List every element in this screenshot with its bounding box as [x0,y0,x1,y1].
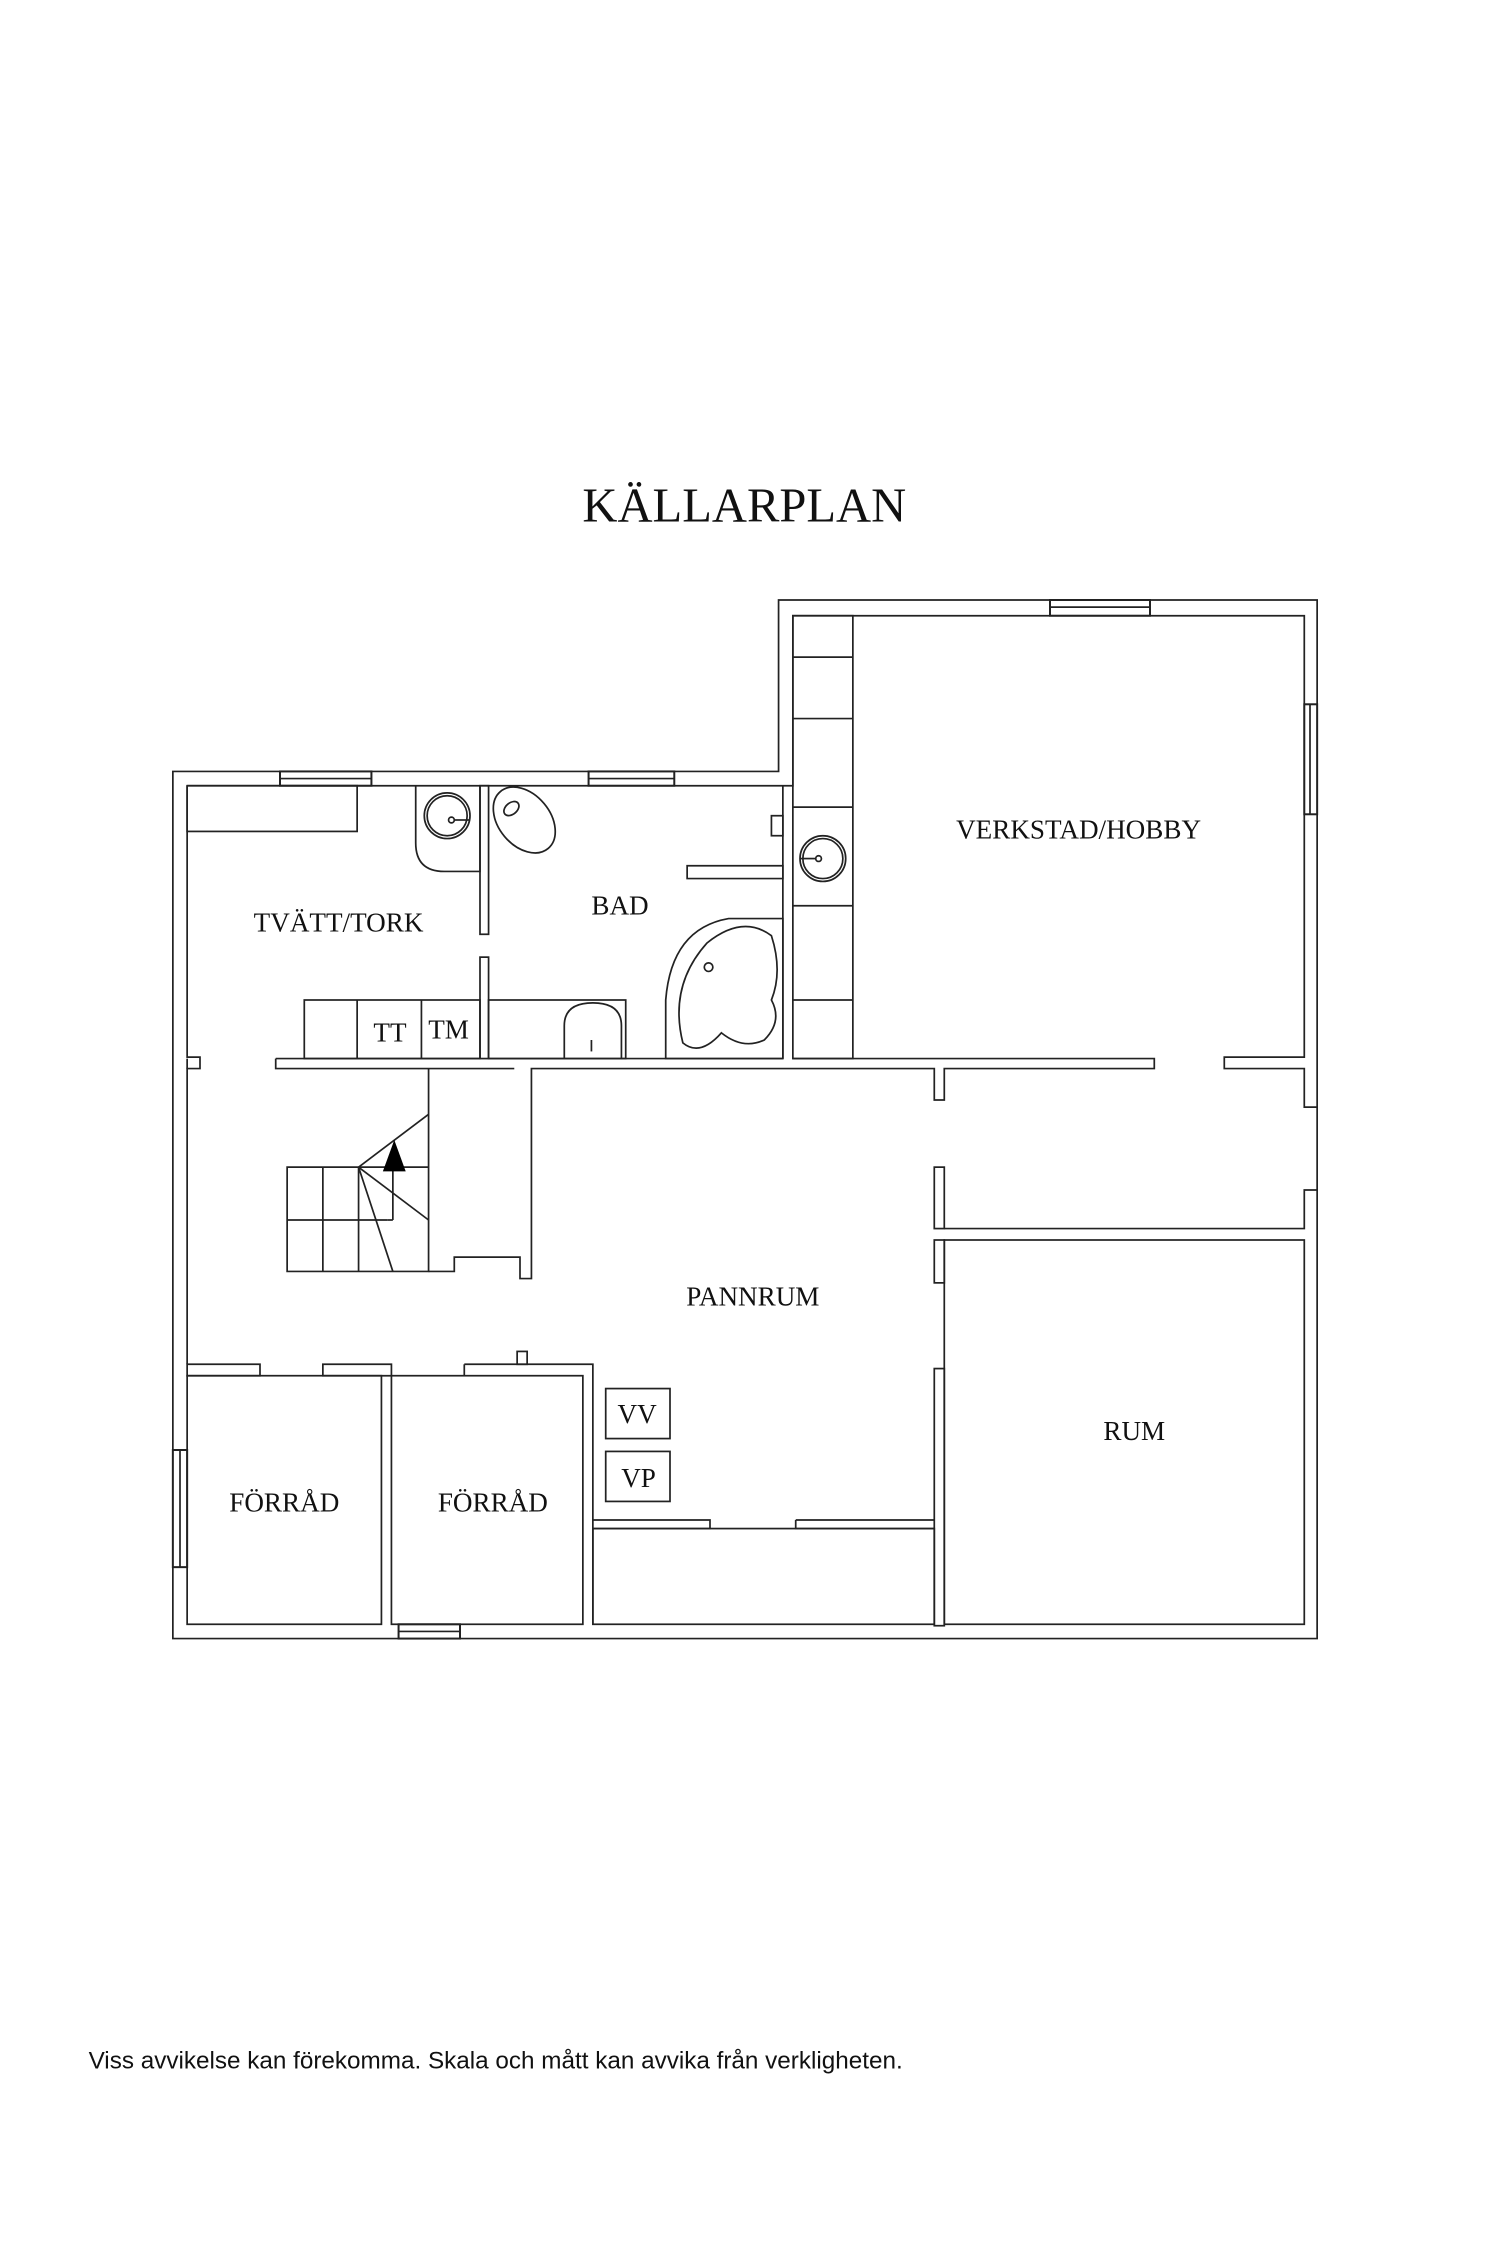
room-label-tvatt: TVÄTT/TORK [254,907,424,937]
outer-walls [172,599,1318,1640]
room-rum: RUM [943,1239,1306,1626]
bathroom: BAD [487,785,784,1060]
laundry-room: TT TM TVÄTT/TORK [186,784,515,1070]
stair-up-arrow-icon [382,1140,406,1172]
storage-rooms: FÖRRÅD FÖRRÅD [186,1350,594,1626]
vp-label: VP [621,1463,656,1493]
room-label-forrad-1: FÖRRÅD [229,1487,339,1517]
tm-label: TM [428,1015,469,1045]
boiler-room: VV VP PANNRUM [592,1166,946,1627]
windows [171,599,1319,1640]
room-label-rum: RUM [1103,1416,1165,1446]
room-label-bad: BAD [591,890,648,920]
vv-label: VV [618,1399,658,1429]
disclaimer-text: Viss avvikelse kan förekomma. Skala och … [89,2048,903,2075]
staircase [286,1068,430,1273]
workshop: VERKSTAD/HOBBY [428,614,1201,1280]
room-label-forrad-2: FÖRRÅD [438,1487,548,1517]
plan-title: KÄLLARPLAN [582,478,906,532]
room-label-pannrum: PANNRUM [686,1282,819,1312]
tt-label: TT [373,1017,407,1047]
room-label-verkstad: VERKSTAD/HOBBY [956,815,1201,845]
